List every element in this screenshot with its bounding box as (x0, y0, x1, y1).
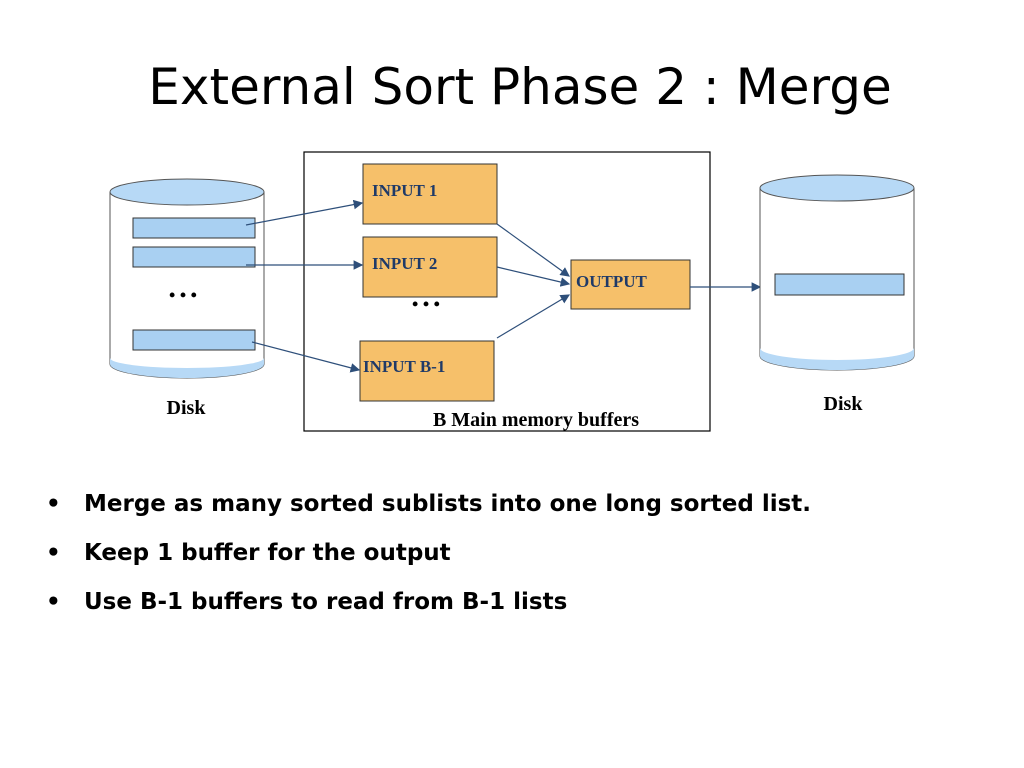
input-buffer-2 (362, 236, 498, 298)
output-buffer (570, 259, 691, 310)
bullet-dot: • (46, 491, 61, 517)
bullet-dot: • (46, 589, 61, 615)
disk-page (132, 329, 256, 351)
right-disk-label: Disk (824, 393, 864, 415)
arrow-input-2-to-output (496, 266, 571, 287)
left-disk-label: Disk (167, 397, 207, 419)
arrow-disk-to-input-b-1 (251, 341, 361, 373)
input-buffer-b-1-label: INPUT B-1 (363, 357, 445, 376)
bullet-item: • Merge as many sorted sublists into one … (44, 484, 811, 533)
input-buffer-1-label: INPUT 1 (372, 181, 437, 200)
bullet-dot: • (46, 540, 61, 566)
output-buffer-label: OUTPUT (576, 272, 648, 291)
arrow-disk-to-input-1 (245, 199, 364, 226)
arrow-input-1-to-output (496, 223, 570, 277)
disk-page (132, 217, 256, 239)
input-buffer-b-1 (359, 340, 495, 402)
buffer-ellipsis: • • • (412, 294, 440, 314)
left-disk: • • • (109, 178, 265, 379)
bullet-text: Use B-1 buffers to read from B-1 lists (84, 589, 568, 615)
input-buffer-1 (362, 163, 498, 225)
bullet-item: • Keep 1 buffer for the output (44, 533, 811, 582)
disk-page (132, 246, 256, 268)
arrow-input-b-1-to-output (496, 294, 571, 339)
disk-page (774, 273, 905, 296)
bullet-text: Keep 1 buffer for the output (84, 540, 451, 566)
main-memory-frame (303, 151, 711, 432)
input-buffer-2-label: INPUT 2 (372, 254, 437, 273)
bullet-list: • Merge as many sorted sublists into one … (44, 484, 811, 631)
slide-title: External Sort Phase 2 : Merge (148, 58, 892, 116)
memory-caption: B Main memory buffers (433, 409, 639, 431)
bullet-text: Merge as many sorted sublists into one l… (84, 491, 812, 517)
right-disk (759, 174, 915, 371)
bullet-item: • Use B-1 buffers to read from B-1 lists (44, 582, 811, 631)
left-disk-ellipsis: • • • (169, 285, 197, 305)
